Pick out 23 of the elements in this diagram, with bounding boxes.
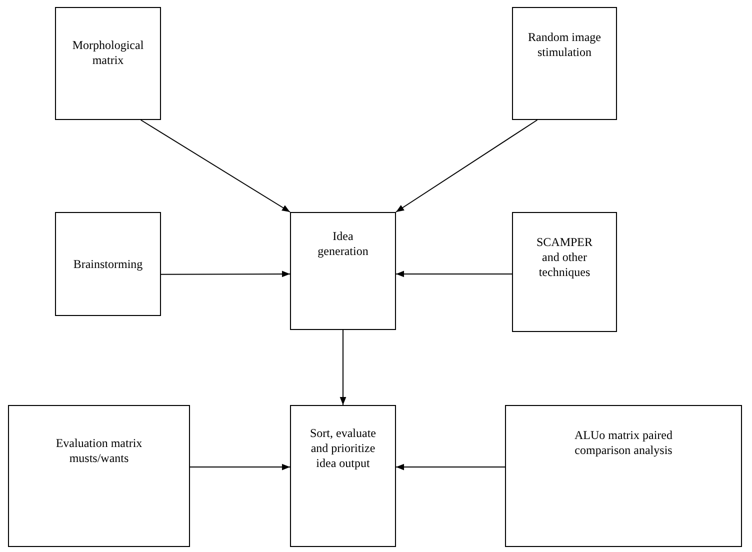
arrow	[140, 120, 290, 212]
box-label: Idea generation	[316, 229, 370, 259]
box-label: Brainstorming	[73, 257, 143, 272]
box-label: SCAMPER and other techniques	[535, 235, 594, 280]
arrow	[190, 464, 290, 470]
process-box	[290, 212, 396, 330]
process-box	[8, 405, 190, 547]
box-label: Evaluation matrix musts/wants	[54, 436, 144, 466]
box-label: ALUo matrix paired comparison analysis	[574, 428, 674, 458]
arrow	[396, 464, 506, 470]
box-label: Sort, evaluate and prioritize idea output	[309, 426, 377, 471]
box-label: Morphological matrix	[71, 38, 145, 68]
process-box	[512, 7, 617, 120]
box-label: Random image stimulation	[527, 30, 602, 60]
arrow	[160, 270, 290, 278]
process-box	[505, 405, 742, 547]
process-box	[55, 212, 161, 316]
arrow	[340, 330, 346, 406]
process-box	[290, 405, 396, 547]
process-box	[55, 7, 161, 120]
process-box	[512, 212, 617, 332]
arrow	[396, 120, 538, 212]
arrow	[396, 270, 512, 278]
